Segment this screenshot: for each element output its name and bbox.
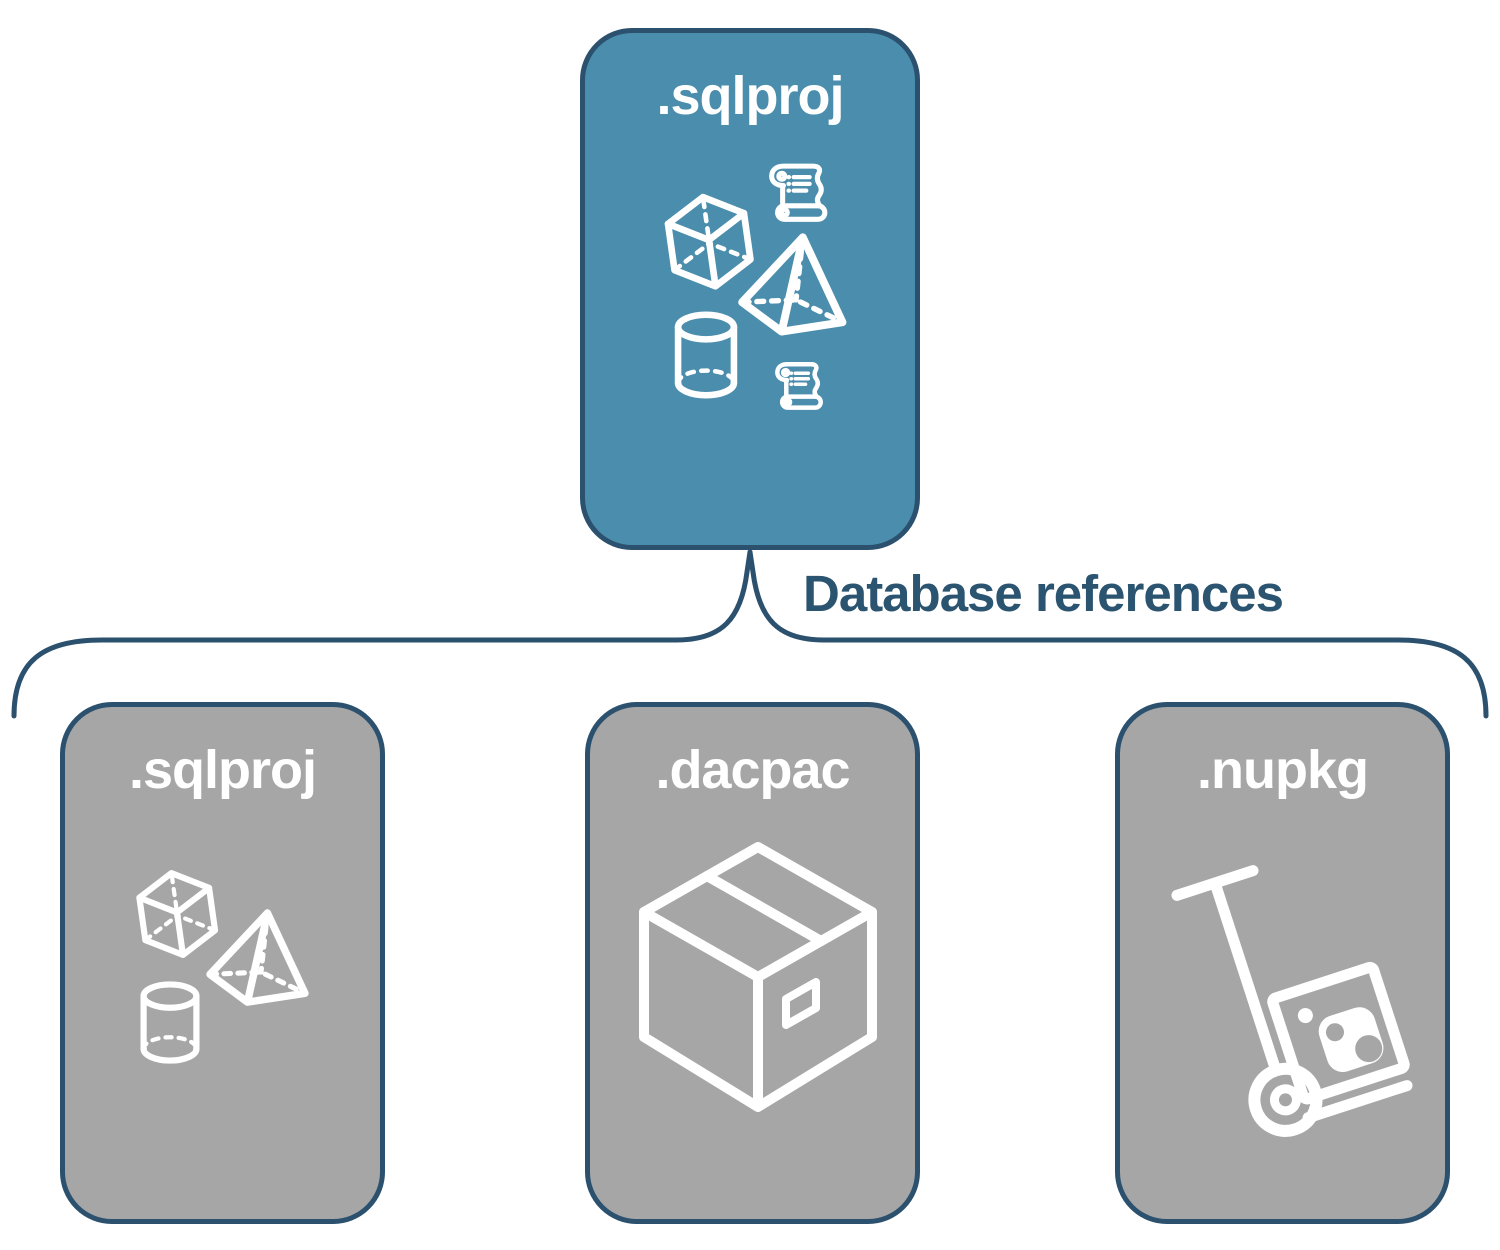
pyramid-icon (738, 233, 847, 336)
cube-icon (664, 193, 754, 290)
connector-label: Database references (803, 565, 1284, 622)
cube-icon (136, 870, 219, 958)
scroll-icon (769, 163, 828, 222)
root-node-title: .sqlproj (656, 66, 844, 126)
nuget-package-icon (1297, 1007, 1384, 1072)
scroll-icon (775, 362, 823, 410)
hand-truck-icon (1171, 865, 1413, 1137)
root-node-sqlproj: .sqlproj (580, 28, 920, 550)
cylinder-icon (674, 311, 738, 399)
child-node-title: .nupkg (1197, 740, 1369, 800)
child-node-title: .dacpac (655, 740, 850, 800)
child-node-dacpac: .dacpac (585, 702, 920, 1224)
cylinder-icon (140, 981, 200, 1064)
child-node-sqlproj: .sqlproj (60, 702, 385, 1224)
child-node-nupkg: .nupkg (1115, 702, 1450, 1224)
package-box-icon (639, 842, 877, 1112)
pyramid-icon (206, 909, 309, 1006)
child-node-title: .sqlproj (128, 740, 317, 800)
